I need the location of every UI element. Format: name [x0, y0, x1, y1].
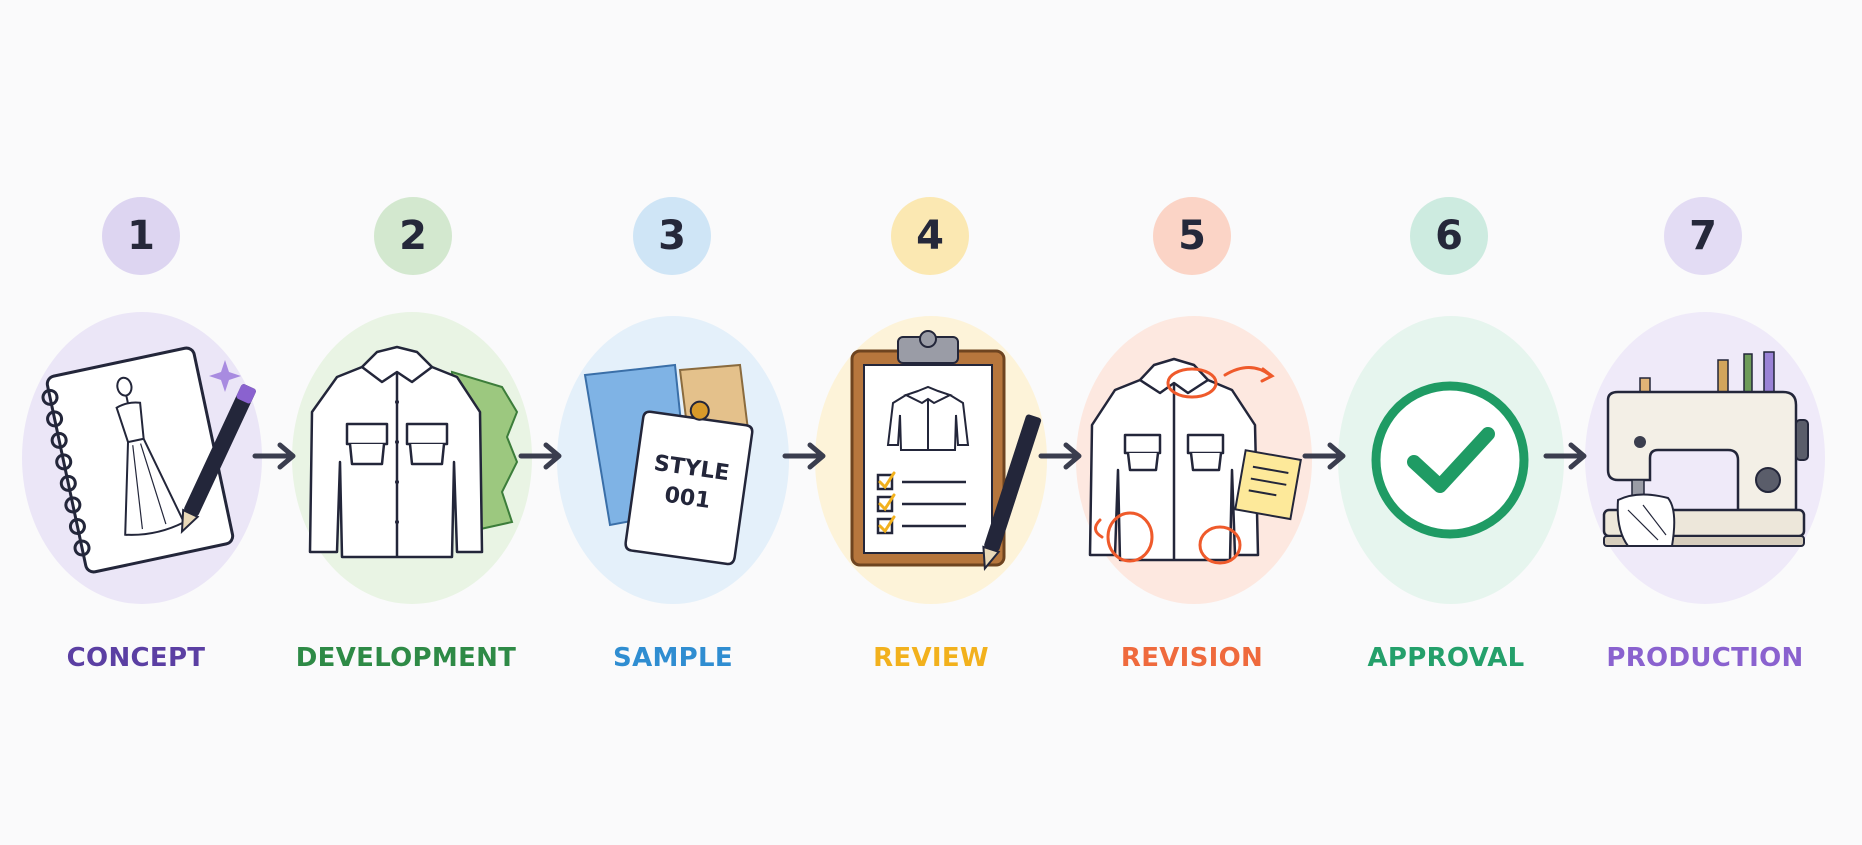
step-6-label: APPROVAL: [1367, 643, 1525, 673]
step-3-number-badge: 3: [633, 197, 711, 275]
swatch-tag-icon: STYLE 001: [583, 363, 754, 566]
step-3-label: SAMPLE: [613, 643, 733, 673]
flow-arrow-4-to-5: [1038, 442, 1082, 470]
sketchbook-dress-icon: [41, 346, 256, 574]
clipboard-checklist-icon: [850, 330, 1042, 571]
step-2-number-badge: 2: [374, 197, 452, 275]
flow-arrow-3-to-4: [782, 442, 826, 470]
step-2-label: DEVELOPMENT: [295, 643, 517, 673]
step-5-number-badge: 5: [1153, 197, 1231, 275]
shirt-markup-icon: [1088, 357, 1302, 565]
flow-arrow-1-to-2: [252, 442, 296, 470]
flow-arrow-5-to-6: [1302, 442, 1346, 470]
step-5-label: REVISION: [1120, 643, 1264, 673]
check-circle-icon: [1371, 381, 1529, 539]
step-1-number-badge: 1: [102, 197, 180, 275]
step-4-label: REVIEW: [873, 643, 989, 673]
step-7-label: PRODUCTION: [1606, 643, 1804, 673]
step-4-number-badge: 4: [891, 197, 969, 275]
step-7-number-badge: 7: [1664, 197, 1742, 275]
step-1-label: CONCEPT: [66, 643, 206, 673]
sewing-machine-icon: [1602, 351, 1809, 547]
flow-arrow-6-to-7: [1543, 442, 1587, 470]
flow-arrow-2-to-3: [518, 442, 562, 470]
step-6-number-badge: 6: [1410, 197, 1488, 275]
shirt-fabric-icon: [308, 345, 519, 559]
